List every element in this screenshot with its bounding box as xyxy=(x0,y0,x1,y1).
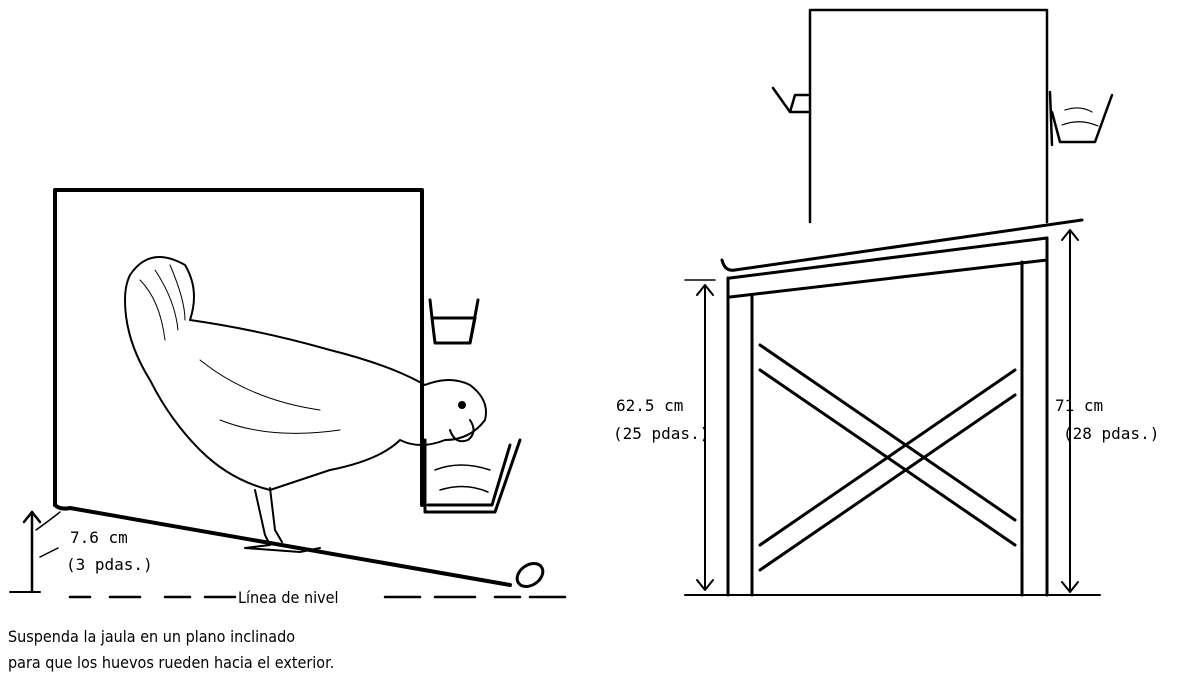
caption-line-2: para que los huevos rueden hacia el exte… xyxy=(8,653,335,672)
hen-illustration xyxy=(124,256,487,553)
cage-front-view xyxy=(808,8,1049,224)
cage-side-view xyxy=(53,188,512,587)
right-height-dimension xyxy=(1061,229,1079,593)
caption-line-1: Suspenda la jaula en un plano inclinado xyxy=(8,627,296,646)
level-line-label: Línea de nivel xyxy=(238,588,339,607)
water-cup xyxy=(428,298,480,345)
inclined-support-frame xyxy=(720,218,1084,597)
left-height-dimension xyxy=(684,279,716,591)
height-inches-label: (3 pdas.) xyxy=(66,555,153,574)
level-line xyxy=(9,591,567,599)
right-feeder xyxy=(1048,90,1114,147)
right-height-inches-label: (28 pdas.) xyxy=(1063,424,1160,443)
height-cm-label: 7.6 cm xyxy=(70,528,128,547)
left-height-inches-label: (25 pdas.) xyxy=(613,424,710,443)
left-feeder xyxy=(771,86,810,114)
right-height-cm-label: 71 cm xyxy=(1055,396,1104,415)
left-height-cm-label: 62.5 cm xyxy=(616,396,684,415)
egg xyxy=(515,562,545,588)
feeder-trough xyxy=(423,438,522,514)
height-dimension-arrow xyxy=(22,510,61,594)
